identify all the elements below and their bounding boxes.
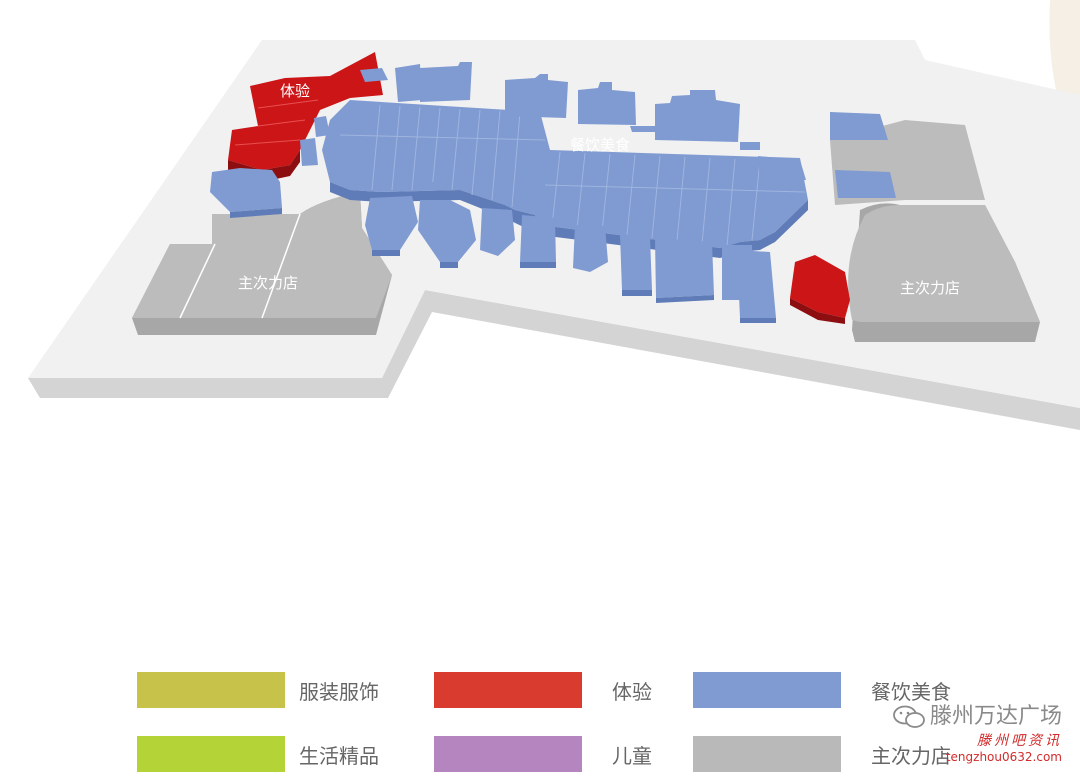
legend-swatch-anchor bbox=[693, 736, 841, 772]
zone-label-anchor-right: 主次力店 bbox=[900, 279, 960, 297]
legend-swatch-kids bbox=[434, 736, 582, 772]
legend-label-dining: 餐饮美食 bbox=[871, 680, 951, 704]
zone-label-dining: 餐饮美食 bbox=[570, 136, 630, 154]
anchor-store-left bbox=[132, 192, 392, 335]
legend-swatch-lifestyle bbox=[137, 736, 285, 772]
watermark-url: tengzhou0632.com bbox=[945, 750, 1062, 764]
wechat-icon bbox=[893, 705, 925, 728]
legend-label-anchor: 主次力店 bbox=[871, 744, 951, 768]
watermark-title: 滕州万达广场 bbox=[929, 704, 1062, 729]
legend-label-apparel: 服装服饰 bbox=[299, 680, 379, 704]
legend-swatch-dining bbox=[693, 672, 841, 708]
legend-swatch-experience bbox=[434, 672, 582, 708]
legend-swatch-apparel bbox=[137, 672, 285, 708]
legend-label-lifestyle: 生活精品 bbox=[299, 744, 379, 768]
zone-label-experience: 体验 bbox=[280, 82, 310, 100]
watermark-title-row: 滕州万达广场 bbox=[892, 698, 1062, 730]
legend-label-experience: 体验 bbox=[612, 680, 652, 704]
floor-slab-side bbox=[28, 290, 1080, 430]
dining-zone bbox=[210, 62, 896, 318]
zone-label-anchor-left: 主次力店 bbox=[238, 274, 298, 292]
watermark: 滕州万达广场 滕州吧资讯 tengzhou0632.com bbox=[892, 698, 1062, 764]
dining-block-shadows bbox=[230, 208, 776, 323]
watermark-subtitle: 滕州吧资讯 bbox=[977, 733, 1062, 749]
experience-zone-right bbox=[790, 255, 850, 324]
legend-label-kids: 儿童 bbox=[612, 744, 652, 768]
